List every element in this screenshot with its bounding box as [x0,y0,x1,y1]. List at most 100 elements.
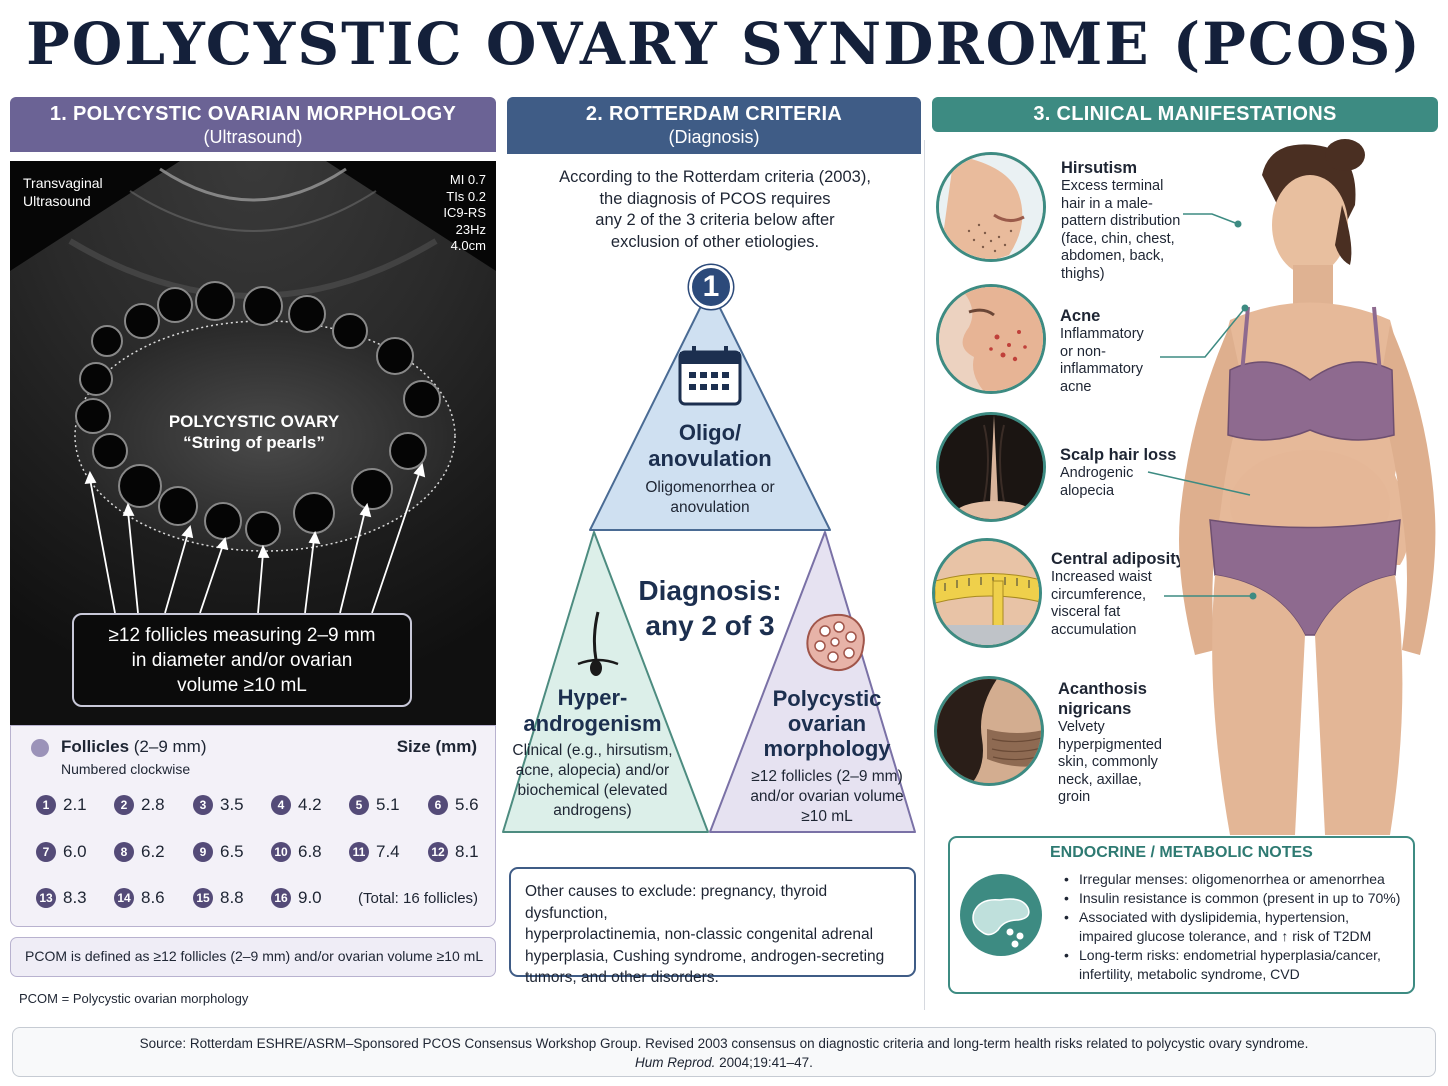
manifestation-line: Excess terminal [1061,178,1164,194]
manifestation-line: pattern distribution [1061,213,1181,229]
manifestation-line: thighs) [1061,265,1105,282]
follicle-number: 15 [193,888,213,908]
follicle [243,286,283,326]
follicles-label: Follicles [61,737,130,756]
ultrasound-graphic [10,161,496,731]
follicle-number: 14 [114,888,134,908]
criterion-title-line: Hyper- [557,685,628,710]
follicle-number: 3 [193,795,213,815]
criterion-desc-line: androgens) [553,802,632,819]
intro-line: the diagnosis of PCOS requires [599,189,831,208]
criterion-title-line: ovarian [787,711,867,736]
manifestation-line: skin, commonly [1058,754,1158,770]
criterion-title-line: morphology [763,736,891,761]
follicle [204,502,242,540]
criterion-title-line: Oligo/ [678,420,742,445]
follicle-size: 3.5 [220,795,244,814]
section2-header: 2. ROTTERDAM CRITERIA (Diagnosis) [507,97,921,154]
manifestation-line: hair in a male- [1061,195,1153,212]
hair-follicle-icon [577,611,619,676]
criterion-desc: ≥12 follicles (2–9 mm) and/or ovarian vo… [743,767,911,827]
criterion-title-line: androgenism [523,711,662,736]
section3-heading: 3. CLINICAL MANIFESTATIONS [1033,103,1337,125]
follicle-size: 4.2 [298,795,322,814]
follicle-size: 9.0 [298,888,322,907]
follicle [245,511,281,547]
intro-line: any 2 of the 3 criteria below after [595,211,835,229]
pcom-footnote: PCOM = Polycystic ovarian morphology [19,991,249,1006]
follicle [92,433,128,469]
manifestation-line: abdomen, back, [1061,248,1165,264]
us-setting: IC9-RS [443,205,486,220]
follicle [158,486,198,526]
other-causes-line: hyperplasia, Cushing syndrome, androgen-… [525,947,885,965]
criterion-desc-line: and/or ovarian volume [750,788,904,805]
follicle-size: 6.8 [298,842,322,861]
callout-line: ≥12 follicles measuring 2–9 mm [108,625,376,646]
follicle-number: 12 [428,842,448,862]
criterion-desc-line: acne, alopecia) and/or [515,762,670,779]
hirsutism-illustration [936,152,1046,262]
follicle [75,398,111,434]
manifestation-line: groin [1058,789,1091,805]
note-line: Irregular menses: oligomenorrhea or amen… [1079,871,1385,887]
manifestation-line: or non- [1060,343,1106,360]
acne-illustration [936,284,1046,394]
manifestation-hirsutism: Hirsutism Excess terminal hair in a male… [1061,158,1180,283]
follicle [293,492,335,534]
follicles-range: (2–9 mm) [133,737,207,756]
criterion-pcom: Polycystic ovarian morphology ≥12 follic… [743,686,911,827]
us-mode-line: Ultrasound [23,193,91,209]
manifestation-line: circumference, [1051,586,1147,603]
journal-citation: 2004;19:41–47. [715,1055,813,1070]
note-line: infertility, metabolic syndrome, CVD [1079,966,1300,982]
us-mode-line: Transvaginal [23,175,103,191]
us-setting: 23Hz [455,221,486,237]
follicle-table: Follicles (2–9 mm) Numbered clockwise Si… [10,725,496,927]
follicle-size: 2.1 [63,795,87,814]
other-causes-line: tumors, and other disorders. [525,969,719,986]
criterion-desc: Oligomenorrhea or anovulation [630,478,790,518]
follicle-table-title: Follicles (2–9 mm) [61,737,207,757]
journal-name: Hum Reprod. [635,1055,716,1070]
manifestation-title: Acne [1060,307,1101,325]
us-setting: 4.0cm [450,238,486,253]
criterion-desc: Clinical (e.g., hirsutism, acne, alopeci… [510,741,675,821]
criterion-triangle-oligo [589,287,831,531]
follicle [332,313,368,349]
ultrasound-settings: MI 0.7 TIs 0.2 IC9-RS 23Hz 4.0cm [443,172,486,255]
face-beard-icon [939,155,1043,259]
criterion-desc-line: anovulation [670,499,750,516]
criterion-oligo: Oligo/ anovulation Oligomenorrhea or ano… [630,420,790,518]
endocrine-note: Irregular menses: oligomenorrhea or amen… [1064,870,1408,889]
hair-loss-illustration [936,412,1046,522]
manifestation-title: nigricans [1058,700,1132,718]
pancreas-shape [972,898,1030,948]
follicle-size: 2.8 [141,795,165,814]
intro-line: According to the Rotterdam criteria (200… [559,168,871,186]
callout-line: in diameter and/or ovarian [131,650,353,671]
manifestation-line: Inflammatory [1060,326,1144,342]
follicle-size: 6.0 [63,842,87,861]
criterion-title-line: Polycystic [772,686,882,711]
diagnosis-line: any 2 of 3 [645,610,775,641]
callout-line: volume ≥10 mL [177,675,307,696]
criterion-desc-line: Oligomenorrhea or [645,479,775,496]
body-illustration [1179,139,1436,835]
follicle-size: 5.1 [376,795,400,814]
follicle [351,468,393,510]
criterion-hyperandrogenism: Hyper- androgenism Clinical (e.g., hirsu… [510,685,675,821]
criterion-title: Oligo/ anovulation [630,420,790,472]
leader-lines [1147,213,1257,600]
criterion-desc-line: biochemical (elevated [517,782,668,799]
adiposity-illustration [932,538,1042,648]
follicle-number: 7 [36,842,56,862]
criterion-desc-line: Clinical (e.g., hirsutism, [512,742,673,759]
other-causes-line: hyperprolactinemia, non-classic congenit… [525,926,874,943]
note-line: Insulin resistance is common (present in… [1079,890,1401,906]
column-divider [924,140,925,1010]
